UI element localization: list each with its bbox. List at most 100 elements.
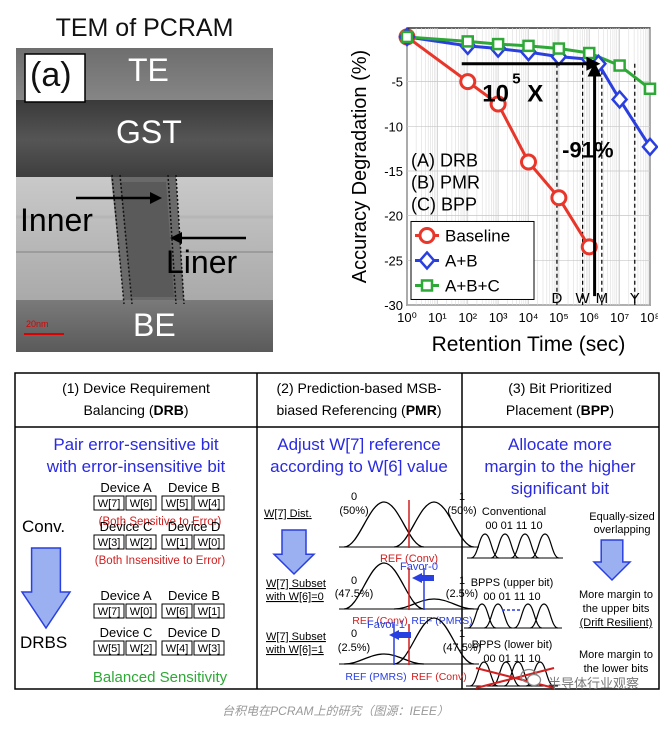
device-label: Device C bbox=[100, 625, 153, 640]
panel-label-box bbox=[24, 53, 86, 103]
time-marker-label: Y bbox=[630, 290, 640, 307]
pmr-row2-left-pct: (47.5%) bbox=[335, 588, 374, 600]
pmr-row2-label-line1: W[7] Subset bbox=[266, 578, 326, 590]
pmr-row3-label-line2: with W[6]=1 bbox=[265, 644, 324, 656]
bit-cell-box bbox=[193, 640, 225, 656]
bit-cell-box bbox=[93, 640, 125, 656]
pmr-row2-favor: Favor-0 bbox=[400, 561, 438, 573]
bit-cell-label: W[1] bbox=[166, 537, 189, 549]
device-label: Device B bbox=[168, 480, 220, 495]
x-tick-label: 10⁶ bbox=[579, 310, 599, 325]
pmr-row3-label-line1: W[7] Subset bbox=[266, 631, 326, 643]
drop-arrow-head bbox=[587, 61, 602, 77]
data-point-a-b bbox=[641, 136, 659, 157]
drop-text: -91% bbox=[562, 138, 613, 163]
legend-marker bbox=[418, 250, 436, 271]
layer-te-label: TE bbox=[128, 52, 169, 88]
bit-cell-label: W[6] bbox=[130, 498, 153, 510]
bpp-upper-bell bbox=[529, 603, 559, 629]
bit-cell-box bbox=[93, 534, 125, 550]
data-point-a-b bbox=[610, 89, 629, 110]
down-arrow-shape bbox=[20, 547, 72, 630]
legend-label: A+B+C bbox=[445, 276, 500, 295]
time-marker-label: M bbox=[596, 290, 609, 307]
device-label: Device D bbox=[168, 519, 221, 534]
bpp-equal-note-line1: Equally-sized bbox=[589, 511, 654, 523]
bit-cell-box bbox=[161, 495, 193, 511]
y-tick-label: -5 bbox=[391, 75, 403, 90]
bit-cell-label: W[4] bbox=[198, 498, 221, 510]
bit-cell-label: W[4] bbox=[166, 643, 189, 655]
panel-title-line1: (3) Bit Prioritized bbox=[508, 380, 611, 396]
bit-cell-box bbox=[193, 603, 225, 619]
data-point-a-b-c bbox=[552, 42, 566, 55]
pmr-row1-left-val: 0 bbox=[351, 491, 357, 503]
panel-title-line2: Balancing (DRB) bbox=[83, 402, 188, 418]
pmr-row2-favor-arrow-tail bbox=[422, 575, 434, 581]
pmr-row3-bell-right bbox=[393, 617, 475, 665]
x-tick-label: 10⁴ bbox=[518, 310, 538, 325]
pmr-row3-favor: Favor-1 bbox=[367, 619, 405, 631]
bpp-lower-bell bbox=[469, 661, 499, 687]
down-arrow-shape bbox=[592, 539, 632, 582]
abbrev-label: (A) DRB bbox=[411, 151, 478, 171]
bit-cell-label: W[0] bbox=[198, 537, 221, 549]
bpp-upper-note-line2: the upper bits bbox=[583, 603, 650, 615]
legend-marker bbox=[418, 226, 436, 244]
bpp-headline-line1: Allocate more bbox=[508, 435, 612, 454]
bpp-upper-label: BPPS (upper bit) bbox=[471, 577, 554, 589]
title-abbrev: BPP bbox=[581, 402, 610, 418]
y-tick-label: -20 bbox=[384, 209, 403, 224]
pmr-row2-bell-left bbox=[343, 562, 425, 610]
data-point-a-b-c bbox=[613, 59, 626, 72]
pmr-row3-favor-arrow-tail bbox=[399, 632, 411, 638]
data-point-baseline bbox=[550, 189, 568, 207]
wechat-icon bbox=[520, 668, 542, 687]
bpp-upper-bell bbox=[483, 603, 513, 629]
pmr-row3-left-pct: (2.5%) bbox=[338, 642, 370, 654]
bit-cell-label: W[2] bbox=[130, 643, 153, 655]
bpp-headline-line3: significant bit bbox=[511, 479, 610, 498]
bpp-lower-label: BPPS (lower bit) bbox=[472, 639, 553, 651]
pmr-row2-label-line2: with W[6]=0 bbox=[265, 591, 324, 603]
data-point-a-b-c bbox=[400, 30, 414, 44]
pmr-row2-right-val: 1 bbox=[459, 575, 465, 587]
bpp-upper-codes: 00 01 11 10 bbox=[483, 591, 540, 603]
speedup-suffix: X bbox=[527, 80, 543, 107]
bit-cell-box bbox=[161, 603, 193, 619]
bit-cell-label: W[1] bbox=[198, 606, 221, 618]
abbrev-label: (B) PMR bbox=[411, 173, 480, 193]
bit-cell-label: W[7] bbox=[98, 498, 121, 510]
y-axis-label: Accuracy Degradation (%) bbox=[349, 50, 371, 283]
bit-cell-box bbox=[93, 495, 125, 511]
pmr-row1-bell-left bbox=[343, 501, 425, 548]
data-point-baseline bbox=[580, 238, 598, 256]
tem-panel-label: (a) bbox=[30, 56, 72, 94]
inner-label: Inner bbox=[20, 202, 93, 238]
speedup-text: 10 bbox=[482, 80, 509, 107]
bit-cell-label: W[3] bbox=[98, 537, 121, 549]
data-point-baseline bbox=[520, 153, 537, 171]
y-tick-label: -15 bbox=[384, 164, 403, 179]
legend-marker bbox=[420, 279, 434, 292]
pmr-row1-right-pct: (50%) bbox=[447, 505, 476, 517]
title-abbrev: DRB bbox=[154, 402, 184, 418]
tem-image-panel: TEM of PCRAM (a) TE GST BE Inner Liner 2… bbox=[16, 12, 273, 352]
layer-be-label: BE bbox=[133, 307, 176, 343]
x-tick-label: 10⁷ bbox=[610, 310, 629, 325]
title-pre: Placement ( bbox=[506, 402, 581, 418]
down-arrow-shape bbox=[272, 529, 316, 576]
bit-cell-label: W[5] bbox=[98, 643, 121, 655]
data-point-a-b-c bbox=[461, 35, 474, 48]
bit-cell-box bbox=[125, 495, 157, 511]
bit-cell-box bbox=[125, 534, 157, 550]
drb-note: (Both Insensitive to Error) bbox=[95, 555, 226, 567]
pmr-row1-right-val: 1 bbox=[459, 491, 465, 503]
data-point-baseline bbox=[459, 73, 477, 91]
bpp-down-arrow bbox=[592, 539, 632, 582]
bpp-upper-note-line1: More margin to bbox=[579, 589, 653, 601]
time-marker-label: W bbox=[576, 290, 591, 307]
x-tick-label: 10² bbox=[458, 310, 477, 325]
drb-down-arrow bbox=[20, 547, 72, 630]
pmr-row2-bell-right bbox=[393, 598, 475, 610]
